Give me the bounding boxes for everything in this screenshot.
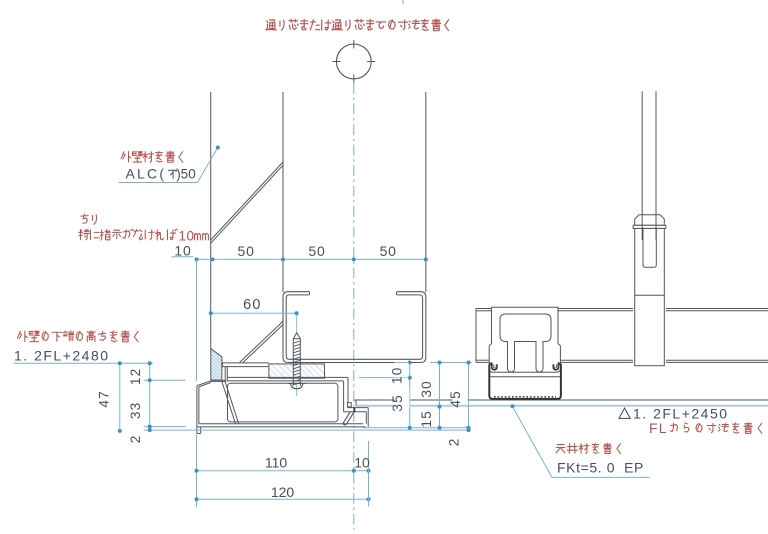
svg-text:15: 15	[419, 410, 434, 428]
svg-text:110: 110	[265, 455, 288, 471]
svg-text:1. 2FL+2480: 1. 2FL+2480	[14, 347, 110, 363]
svg-text:1. 2FL+2450: 1. 2FL+2450	[633, 405, 729, 421]
svg-text:10: 10	[354, 455, 370, 471]
svg-text:33: 33	[128, 402, 143, 420]
svg-text:10: 10	[390, 366, 405, 384]
svg-text:10: 10	[174, 243, 191, 259]
svg-text:45: 45	[448, 390, 463, 408]
svg-text:ALC(: ALC(	[126, 166, 167, 182]
svg-text:35: 35	[390, 394, 405, 412]
svg-text:50: 50	[308, 243, 325, 259]
svg-text:10: 10	[179, 228, 195, 243]
svg-text:60: 60	[243, 297, 262, 313]
svg-text:30: 30	[419, 380, 434, 398]
svg-text:120: 120	[271, 484, 295, 500]
svg-text:12: 12	[128, 368, 143, 386]
svg-text:2: 2	[447, 438, 462, 447]
svg-text:2: 2	[128, 435, 143, 444]
svg-text:47: 47	[97, 390, 112, 408]
svg-text:50: 50	[380, 243, 397, 259]
svg-text:50: 50	[238, 243, 255, 259]
svg-text:FL: FL	[649, 420, 668, 436]
svg-text:)50: )50	[176, 167, 196, 182]
svg-text:FKt=5. 0 EP: FKt=5. 0 EP	[557, 459, 644, 475]
